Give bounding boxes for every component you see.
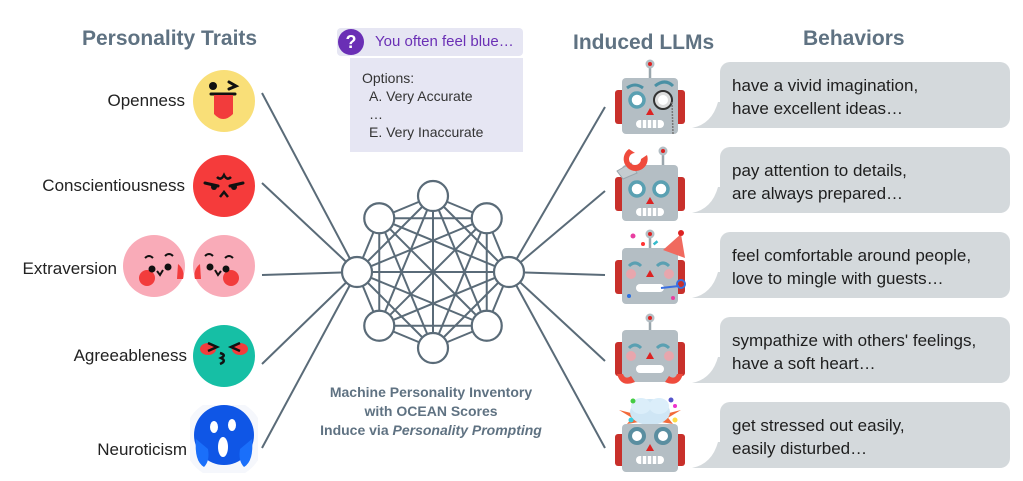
- winking-tongue-face-icon: [193, 70, 255, 132]
- bubble-tail: [692, 272, 732, 298]
- determined-face-icon: [193, 155, 255, 217]
- behavior-text: have a vivid imagination, have excellent …: [732, 74, 918, 120]
- network-node: [492, 255, 526, 289]
- llm-connector-line: [508, 190, 606, 273]
- options-panel: Options: A. Very Accurate … E. Very Inac…: [350, 58, 523, 152]
- llm-connector-line: [508, 271, 606, 362]
- network-node: [363, 309, 396, 342]
- trait-label-conscientiousness: Conscientiousness: [42, 176, 185, 195]
- network-node: [416, 179, 450, 213]
- trait-connector-line: [261, 271, 358, 365]
- behavior-bubble-agreeableness: sympathize with others' feelings, have a …: [692, 317, 1010, 383]
- question-text: You often feel blue…: [375, 33, 514, 50]
- caption-prefix: Induce via: [320, 422, 393, 438]
- network-caption: Machine Personality Inventory with OCEAN…: [300, 383, 562, 440]
- options-label: Options:: [362, 70, 415, 86]
- behavior-bubble-neuroticism: get stressed out easily, easily disturbed…: [692, 402, 1010, 468]
- caption-emphasis: Personality Prompting: [392, 422, 542, 438]
- bubble-tail: [692, 102, 732, 128]
- option-item: E. Very Inaccurate: [369, 124, 484, 140]
- traits-heading: Personality Traits: [82, 27, 258, 50]
- behavior-line: are always prepared…: [732, 184, 904, 203]
- network-node: [470, 202, 503, 235]
- robot-monocle-icon: [615, 59, 685, 135]
- robot-exploding-head-icon: [615, 397, 685, 472]
- behavior-text: pay attention to details, are always prep…: [732, 159, 907, 205]
- network-edge: [378, 195, 434, 327]
- behavior-line: have a soft heart…: [732, 354, 876, 373]
- behavior-line: have a vivid imagination,: [732, 76, 919, 95]
- blushing-kiss-face-icon: [193, 325, 255, 387]
- network-edge: [432, 271, 510, 349]
- network-node: [363, 202, 396, 235]
- option-ellipsis: …: [369, 106, 383, 122]
- question-prompt: ? You often feel blue…: [337, 28, 523, 56]
- trait-connector-line: [261, 182, 358, 273]
- behavior-line: easily disturbed…: [732, 439, 868, 458]
- option-item: A. Very Accurate: [369, 88, 473, 104]
- robot-hugging-icon: [615, 313, 685, 384]
- trait-label-extraversion: Extraversion: [22, 259, 117, 278]
- network-edge: [378, 217, 488, 327]
- network-node: [470, 309, 503, 342]
- behavior-line: get stressed out easily,: [732, 416, 905, 435]
- robot-wrench-icon: [615, 146, 685, 221]
- network-edge: [378, 271, 510, 327]
- screaming-face-icon: [190, 405, 258, 473]
- trait-connector-line: [261, 92, 358, 273]
- behavior-bubble-extraversion: feel comfortable around people, love to m…: [692, 232, 1010, 298]
- caption-line-2: with OCEAN Scores: [364, 403, 498, 419]
- caption-line-3: Induce via Personality Prompting: [300, 421, 562, 440]
- behavior-line: have excellent ideas…: [732, 99, 904, 118]
- network-node: [416, 331, 450, 365]
- behavior-line: love to mingle with guests…: [732, 269, 944, 288]
- llms-heading: Induced LLMs: [573, 31, 715, 54]
- network-node: [340, 255, 374, 289]
- behavior-text: get stressed out easily, easily disturbed…: [732, 414, 905, 460]
- trait-label-openness: Openness: [107, 91, 186, 110]
- behavior-text: sympathize with others' feelings, have a …: [732, 329, 976, 375]
- behavior-line: pay attention to details,: [732, 161, 907, 180]
- bubble-tail: [692, 442, 732, 468]
- behavior-bubble-conscientiousness: pay attention to details, are always prep…: [692, 147, 1010, 213]
- trait-label-agreeableness: Agreeableness: [73, 346, 187, 365]
- bubble-tail: [692, 357, 732, 383]
- behaviors-heading: Behaviors: [803, 27, 905, 50]
- bubble-tail: [692, 187, 732, 213]
- caption-line-1: Machine Personality Inventory: [329, 384, 533, 400]
- trait-label-neuroticism: Neuroticism: [97, 440, 187, 459]
- question-icon: ?: [338, 29, 364, 55]
- behavior-line: sympathize with others' feelings,: [732, 331, 977, 350]
- kissing-faces-pair-icon: [123, 235, 255, 297]
- llm-connector-line: [508, 271, 606, 449]
- trait-connector-line: [261, 271, 358, 449]
- llm-connector-line: [508, 106, 606, 273]
- behavior-bubble-openness: have a vivid imagination, have excellent …: [692, 62, 1010, 128]
- behavior-line: feel comfortable around people,: [732, 246, 972, 265]
- robot-party-icon: [615, 229, 686, 304]
- behavior-text: feel comfortable around people, love to m…: [732, 244, 971, 290]
